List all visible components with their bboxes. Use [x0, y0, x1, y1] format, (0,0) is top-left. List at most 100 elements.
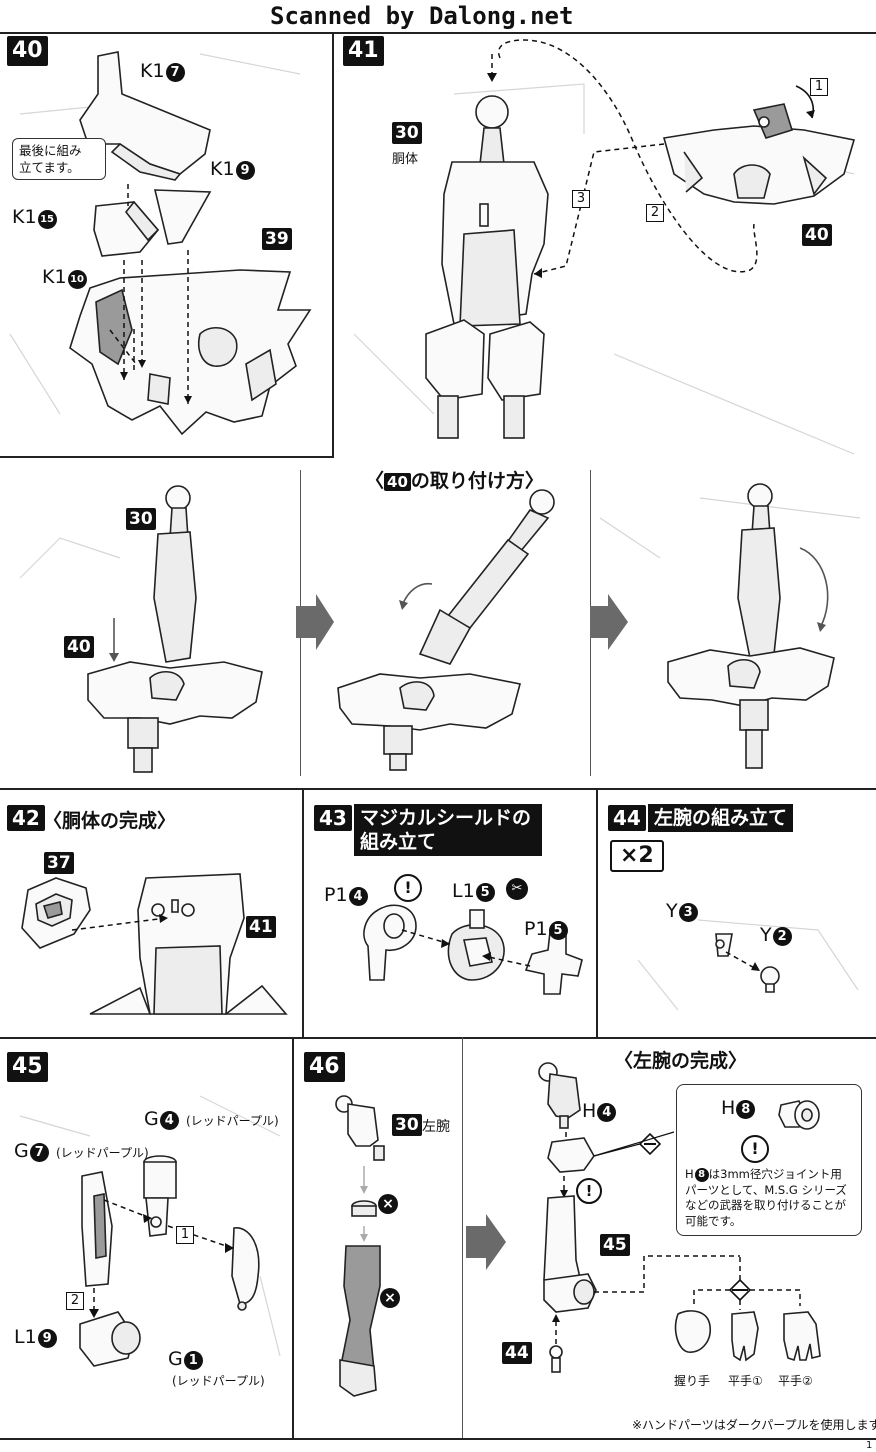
part-number-badge: 10	[67, 270, 87, 289]
part-number-badge: 1	[183, 1351, 203, 1370]
part-letter: H	[582, 1100, 597, 1122]
part-letter: K1	[12, 206, 37, 228]
note-line: 最後に組み	[19, 143, 82, 158]
part-letter: K1	[210, 158, 235, 180]
part-number-badge: 4	[597, 1103, 617, 1122]
arm-complete-title: 〈左腕の完成〉	[614, 1050, 748, 1072]
note-line-3: などの武器を取り付けることが	[685, 1198, 846, 1212]
step-46-number: 46	[304, 1052, 345, 1082]
divider-42-43	[302, 788, 304, 1038]
part-letter: P1	[524, 918, 548, 940]
discard-icon-2: ×	[380, 1288, 400, 1308]
step-45-number: 45	[7, 1052, 48, 1082]
step-41-illustration	[353, 39, 856, 455]
watermark-text: Scanned by Dalong.net	[270, 2, 574, 30]
discard-icon-1: ×	[378, 1194, 398, 1214]
step-42-title: 〈胴体の完成〉	[43, 810, 177, 832]
attach-40-illustration	[19, 483, 861, 773]
part-number-badge: 9	[235, 161, 255, 180]
part-number-badge: 7	[165, 63, 185, 82]
order-1: 1	[810, 78, 828, 96]
g7-color: (レッドパープル)	[56, 1146, 149, 1160]
part-letter: G	[144, 1108, 159, 1130]
ref-badge-40: 40	[802, 224, 832, 246]
divider-40-bottom	[0, 456, 334, 458]
note-part: H	[685, 1167, 694, 1181]
part-letter: H	[721, 1097, 736, 1119]
h8-part-illustration	[778, 1100, 820, 1130]
step-41-number: 41	[343, 36, 384, 66]
part-letter: L1	[452, 880, 475, 902]
step-43-illustration	[363, 904, 583, 995]
part-letter: G	[14, 1140, 29, 1162]
caution-icon: !	[394, 874, 422, 902]
title-num-badge: 40	[384, 473, 411, 491]
divider-46-complete	[462, 1037, 463, 1439]
part-letter: G	[168, 1348, 183, 1370]
step-40-illustration	[9, 51, 312, 436]
part-number-badge: 15	[37, 210, 57, 229]
multiplier-badge: ×2	[610, 840, 664, 872]
divider-top	[0, 32, 876, 34]
step-42-number: 42	[7, 805, 45, 831]
step-45-illustration	[19, 1095, 281, 1367]
part-letter: P1	[324, 884, 348, 906]
ref-badge-44: 44	[502, 1342, 532, 1364]
divider-45-46	[292, 1037, 294, 1439]
g4-color: (レッドパープル)	[186, 1114, 279, 1128]
part-letter: Y	[666, 900, 678, 922]
order-45-2: 2	[66, 1292, 84, 1310]
title-line: 組み立て	[360, 831, 437, 853]
part-letter: Y	[760, 924, 772, 946]
note-line: 立てます。	[19, 160, 80, 175]
torso-label: 胴体	[392, 152, 419, 167]
part-number-badge: 2	[772, 927, 792, 946]
ref-badge-39: 39	[262, 228, 292, 250]
attach-ref-30: 30	[126, 508, 156, 530]
attach-ref-40: 40	[64, 636, 94, 658]
part-number-badge: 5	[475, 883, 495, 902]
hand-label-flat-1: 平手①	[728, 1374, 763, 1388]
step-40-note: 最後に組み 立てます。	[12, 138, 106, 180]
ref-badge-45: 45	[600, 1234, 630, 1256]
note-part-badge: 8	[694, 1168, 709, 1182]
part-letter: K1	[42, 266, 67, 288]
arm-complete-illustration	[466, 1062, 821, 1373]
step-42-illustration	[21, 873, 288, 1015]
order-3: 3	[572, 190, 590, 208]
part-number-badge: 8	[736, 1100, 756, 1119]
step-44-title: 左腕の組み立て	[648, 804, 794, 832]
step-44-number: 44	[608, 805, 646, 831]
step-43-number: 43	[314, 805, 352, 831]
divider-40-41	[332, 32, 334, 456]
caution-icon-arm: !	[576, 1178, 602, 1204]
cut-icon: ✂	[506, 878, 528, 900]
note-text: は3mm径穴ジョイント用	[708, 1167, 842, 1181]
divider-43-44	[596, 788, 598, 1038]
hand-label-grip: 握り手	[674, 1374, 711, 1388]
part-letter: L1	[14, 1326, 37, 1348]
part-number-badge: 5	[548, 921, 568, 940]
hand-label-flat-2: 平手②	[778, 1374, 813, 1388]
divider-bottom	[0, 1438, 876, 1440]
note-line-2: パーツとして、M.S.G シリーズ	[685, 1182, 847, 1197]
part-number-badge: 9	[37, 1329, 57, 1348]
ref-badge-30-arm: 30	[392, 1114, 422, 1136]
footnote: ※ハンドパーツはダークパープルを使用します。	[632, 1418, 876, 1432]
part-letter: K1	[140, 60, 165, 82]
step-40-number: 40	[7, 36, 48, 66]
part-number-badge: 4	[348, 887, 368, 906]
left-arm-label: 左腕	[422, 1119, 450, 1135]
